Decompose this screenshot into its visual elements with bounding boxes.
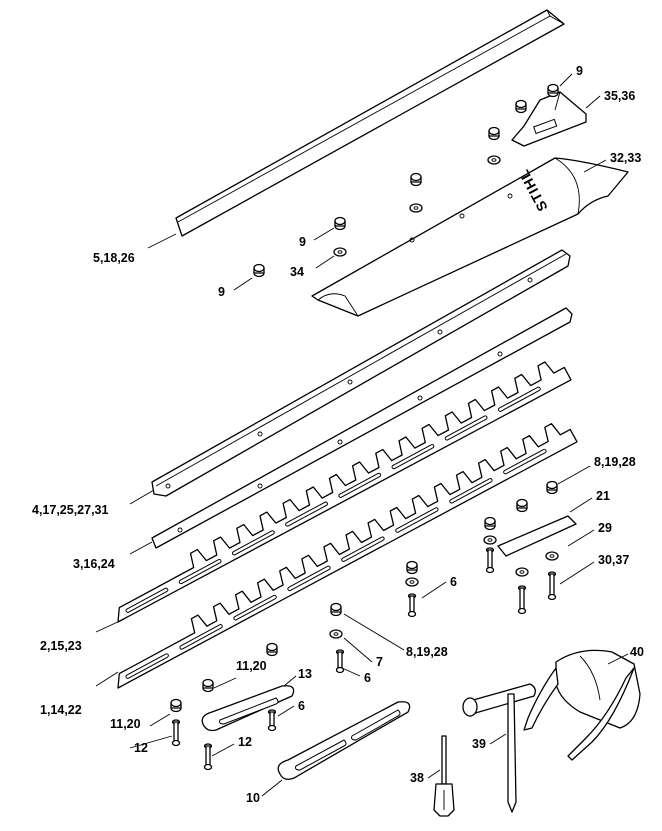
nuts [170,83,559,713]
label-21: 21 [596,489,610,503]
blade-slot [445,416,487,440]
gear-rail [151,307,573,549]
protective-strip [175,9,565,237]
nut [484,516,496,531]
label-30-37: 30,37 [598,553,629,567]
screw [547,571,557,601]
part-labels: 5,18,26 9 35,36 32,33 9 34 9 4,17,25,27,… [32,64,644,805]
screws [171,547,557,771]
label-9-top: 9 [576,64,583,78]
blade-slot [288,566,330,591]
long-guide-plate [277,701,411,780]
blade-cover: STIHL [311,157,629,317]
label-4-17-25-27-31: 4,17,25,27,31 [32,503,109,517]
blade-slot [392,445,434,469]
screw [203,743,213,771]
screw [267,709,277,732]
nut [406,560,418,575]
guide-plate [201,685,295,732]
screw [485,547,495,574]
label-3-16-24: 3,16,24 [73,557,115,571]
label-1-14-22: 1,14,22 [40,703,82,717]
label-32-33: 32,33 [610,151,641,165]
nut [515,99,527,114]
washer [515,567,529,577]
safety-glasses [523,649,641,761]
washer [333,247,347,257]
label-13: 13 [298,667,312,681]
label-6-left: 6 [298,699,305,713]
blade-slot [179,559,221,584]
washer [545,551,559,561]
leader-lines [95,73,629,797]
label-5-18-26: 5,18,26 [93,251,135,265]
blade-slot [286,502,327,526]
label-9-left: 9 [218,285,225,299]
washer [483,535,497,545]
nut [266,642,278,657]
lower-cutter-blade [117,423,578,689]
nut [546,480,558,495]
blade-slot [342,537,384,561]
nut [170,698,182,713]
screw [517,585,527,615]
label-34: 34 [290,265,304,279]
blade-slot [126,588,168,612]
label-6-mid: 6 [364,671,371,685]
label-39: 39 [472,737,486,751]
nut [330,602,342,617]
combination-wrench [462,683,536,813]
blade-slot [234,595,276,620]
label-12-b: 12 [238,735,252,749]
bracket [511,91,587,147]
screw [335,649,345,674]
label-40: 40 [630,645,644,659]
support-rail [151,249,571,497]
label-11-20-mid: 11,20 [236,659,267,673]
label-38: 38 [410,771,424,785]
blade-slot [450,479,492,503]
nut [334,216,346,231]
nut [488,126,500,141]
washer [329,629,343,639]
label-29: 29 [598,521,612,535]
screw [171,719,181,747]
blade-slot [126,654,168,678]
blade-slot [498,387,540,411]
washer [409,203,423,213]
nut [547,83,559,98]
label-35-36: 35,36 [604,89,635,103]
label-11-20-left: 11,20 [110,717,141,731]
washer [405,577,419,587]
spacer-plate [497,515,577,557]
label-2-15-23: 2,15,23 [40,639,82,653]
washers [329,155,559,639]
nut [202,678,214,693]
nut [516,498,528,513]
blade-slot [339,473,381,497]
label-8-19-28-right: 8,19,28 [594,455,636,469]
blade-slot [232,531,274,555]
label-6-right: 6 [450,575,457,589]
nut [410,172,422,187]
screw [407,593,417,618]
label-10: 10 [246,791,260,805]
washer [487,155,501,165]
label-7: 7 [376,655,383,669]
upper-cutter-blade [117,361,572,623]
blade-slot [180,625,222,649]
label-12-a: 12 [134,741,148,755]
nut [253,263,265,278]
blade-slot [504,449,546,474]
blade-slot [396,508,438,532]
label-8-19-28-mid: 8,19,28 [406,645,448,659]
label-9-mid: 9 [299,235,306,249]
screwdriver [433,735,455,817]
